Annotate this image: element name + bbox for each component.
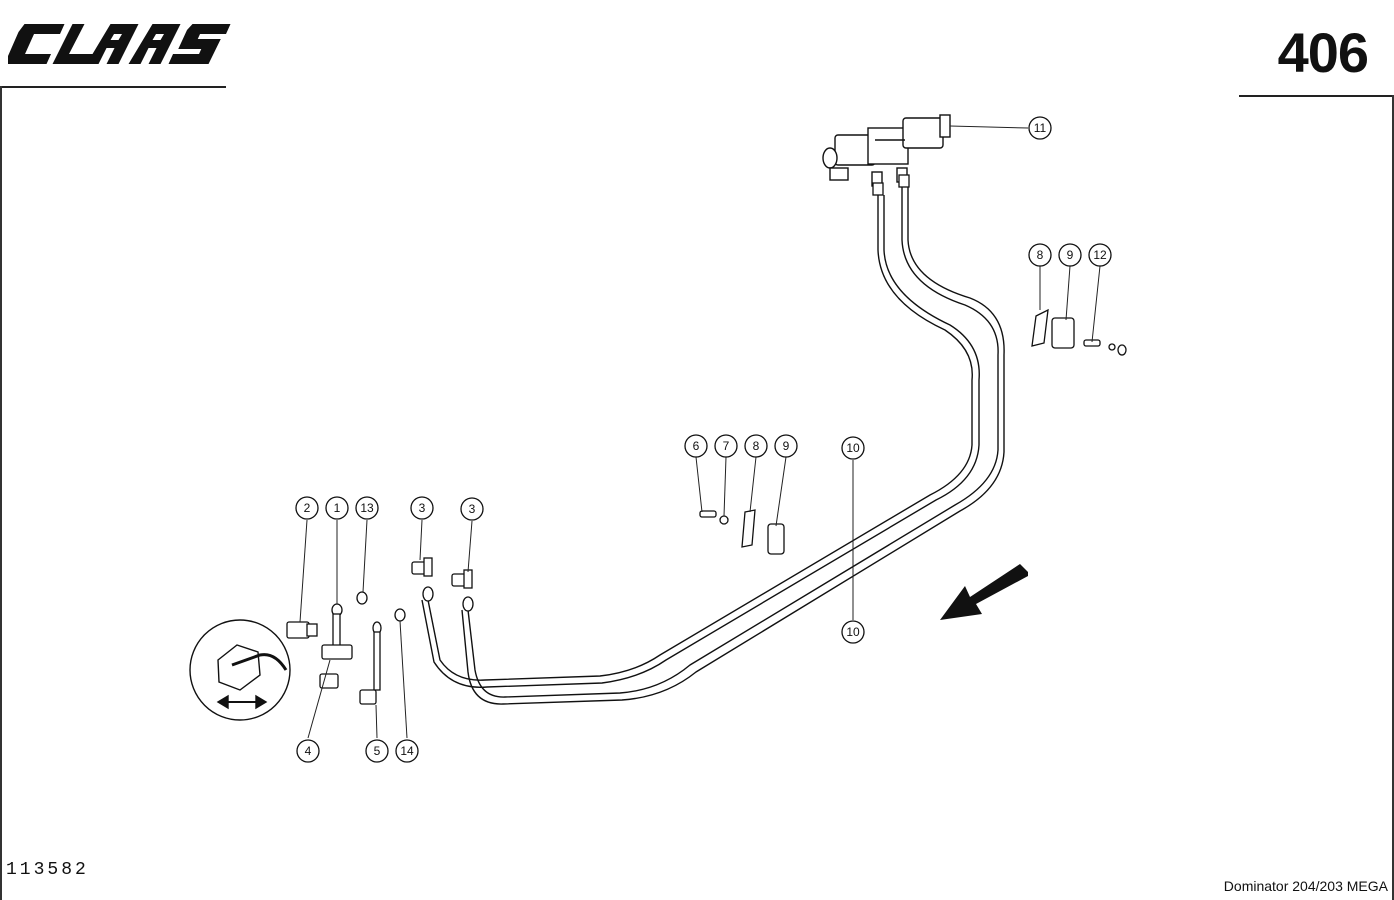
frame-left [0, 86, 2, 900]
callout-1: 1 [325, 496, 349, 520]
svg-text:11: 11 [1034, 121, 1047, 135]
callout-4: 4 [296, 739, 320, 763]
valve-block [822, 114, 951, 187]
frame-right [1392, 95, 1394, 900]
svg-text:3: 3 [419, 501, 426, 515]
svg-text:3: 3 [469, 502, 476, 516]
direction-arrow [940, 564, 1028, 620]
callout-8-top: 8 [1028, 243, 1052, 267]
svg-text:12: 12 [1093, 248, 1107, 262]
svg-text:6: 6 [693, 439, 700, 453]
model-label: Dominator 204/203 MEGA [1223, 878, 1388, 894]
header-rule-right [1239, 95, 1394, 97]
hose-10-right [461, 185, 1005, 705]
clamp-group-middle [699, 509, 785, 555]
leader-lines [299, 125, 1101, 739]
callout-2: 2 [295, 496, 319, 520]
callout-5: 5 [365, 739, 389, 763]
svg-text:4: 4 [305, 744, 312, 758]
detail-inset [189, 619, 291, 721]
page-number: 406 [1277, 21, 1369, 84]
header-rule-left [0, 86, 226, 88]
claas-logo-graphic [8, 24, 231, 64]
svg-text:8: 8 [1037, 248, 1044, 262]
callout-6: 6 [684, 434, 708, 458]
callouts: 11 8 9 12 6 7 8 9 10 10 2 1 13 3 3 4 5 1… [295, 116, 1112, 763]
callout-3-right: 3 [460, 497, 484, 521]
left-fittings [286, 591, 406, 705]
svg-text:10: 10 [846, 441, 860, 455]
svg-text:10: 10 [846, 625, 860, 639]
svg-text:13: 13 [360, 501, 374, 515]
callout-12: 12 [1088, 243, 1112, 267]
svg-text:2: 2 [304, 501, 311, 515]
claas-logo [8, 18, 233, 70]
callout-14: 14 [395, 739, 419, 763]
callout-11: 11 [1028, 116, 1052, 140]
callout-9-top: 9 [1058, 243, 1082, 267]
hose-fittings [422, 174, 910, 612]
svg-text:9: 9 [1067, 248, 1074, 262]
callout-10-bottom: 10 [841, 620, 865, 644]
callout-8-mid: 8 [744, 434, 768, 458]
svg-text:8: 8 [753, 439, 760, 453]
callout-3-left: 3 [410, 496, 434, 520]
callout-13: 13 [355, 496, 379, 520]
drawing-number: 113582 [6, 860, 89, 880]
svg-text:14: 14 [400, 744, 414, 758]
svg-text:7: 7 [723, 439, 730, 453]
elbow-fittings [411, 557, 473, 589]
svg-text:1: 1 [334, 501, 341, 515]
callout-7: 7 [714, 434, 738, 458]
callout-9-mid: 9 [774, 434, 798, 458]
svg-text:5: 5 [374, 744, 381, 758]
clamp-group-right [1031, 308, 1127, 356]
callout-10-top: 10 [841, 436, 865, 460]
svg-text:9: 9 [783, 439, 790, 453]
